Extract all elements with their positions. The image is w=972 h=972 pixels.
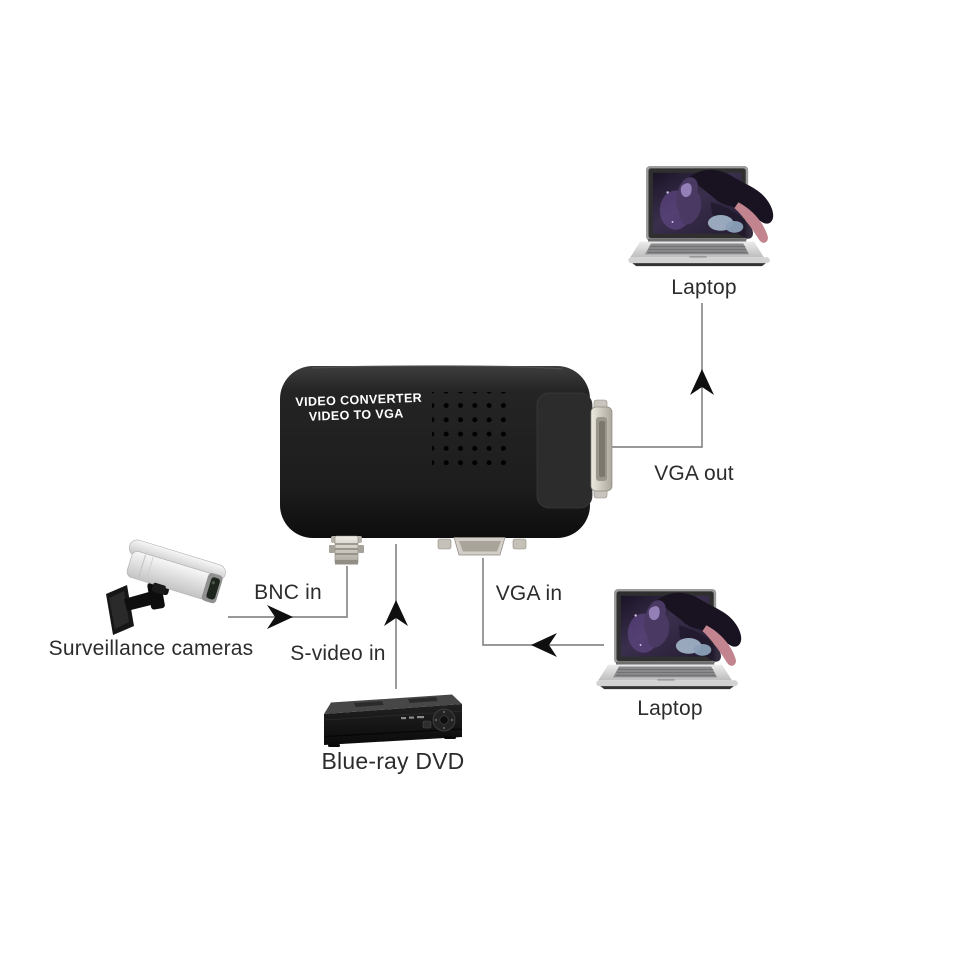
vga-in-label: VGA in bbox=[495, 582, 563, 605]
converter-label-line2: VIDEO TO VGA bbox=[309, 406, 404, 423]
bnc-port bbox=[329, 535, 364, 565]
bnc-in-label: BNC in bbox=[254, 581, 322, 604]
surveillance-camera-label: Surveillance cameras bbox=[48, 637, 254, 660]
vga-out-label: VGA out bbox=[654, 462, 734, 485]
laptop-top-label: Laptop bbox=[671, 276, 737, 299]
arrow-left-vga-in bbox=[531, 633, 557, 657]
laptop-bottom-label: Laptop bbox=[637, 697, 703, 720]
arrow-up-vga-out bbox=[690, 369, 714, 395]
bnc-in-wire bbox=[228, 566, 348, 618]
surveillance-camera-image bbox=[106, 539, 226, 635]
vga-out-wire bbox=[612, 303, 703, 448]
video-converter-image: VIDEO CONVERTER VIDEO TO VGA bbox=[280, 365, 613, 565]
vga-in-wire bbox=[482, 558, 604, 646]
s-video-in-label: S-video in bbox=[290, 642, 386, 665]
bluray-dvd-image bbox=[324, 694, 463, 747]
vent-holes bbox=[432, 392, 512, 472]
vga-in-port bbox=[437, 537, 527, 556]
converter-label-line1: VIDEO CONVERTER bbox=[295, 391, 422, 409]
bluray-dvd-label: Blue-ray DVD bbox=[321, 748, 465, 774]
arrow-right-bnc-in bbox=[267, 605, 293, 629]
vga-out-port bbox=[590, 399, 613, 499]
arrow-up-s-video-in bbox=[384, 600, 408, 626]
